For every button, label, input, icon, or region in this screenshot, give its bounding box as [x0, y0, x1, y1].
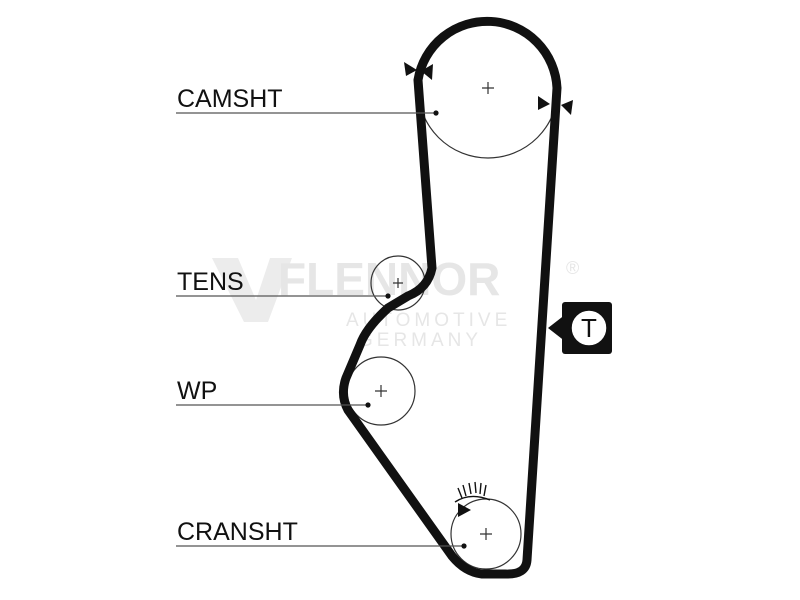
timing-mark-right-icon — [561, 100, 573, 115]
watermark-registered: ® — [566, 258, 579, 278]
crankshaft-timing-mark — [454, 481, 491, 517]
timing-mark-left-icon — [421, 64, 433, 80]
water-pump-label: WP — [177, 377, 217, 405]
timing-mark-right-icon — [538, 96, 550, 110]
tensioner-label: TENS — [177, 268, 244, 296]
water-pump-center-mark-icon — [375, 385, 387, 397]
tension-badge-letter: T — [581, 313, 597, 343]
tensioner-center-mark-icon — [393, 278, 403, 288]
tension-pointer-icon — [548, 314, 566, 342]
tension-badge: T — [548, 302, 612, 354]
camshaft-label: CAMSHT — [177, 85, 283, 113]
timing-mark-left-icon — [404, 62, 417, 76]
leader-lines — [176, 112, 464, 547]
camshaft-center-mark-icon — [482, 82, 494, 94]
camshaft-timing-marks — [404, 62, 573, 115]
crankshaft-label: CRANSHT — [177, 518, 298, 546]
crankshaft-center-mark-icon — [480, 528, 492, 540]
water-pump-pulley — [346, 356, 416, 426]
leader-dots — [365, 110, 467, 549]
crankshaft-arrow-icon — [458, 503, 471, 517]
timing-belt — [338, 16, 562, 579]
watermark-line2: GERMANY — [358, 330, 482, 351]
watermark-emblem-icon — [212, 258, 292, 322]
